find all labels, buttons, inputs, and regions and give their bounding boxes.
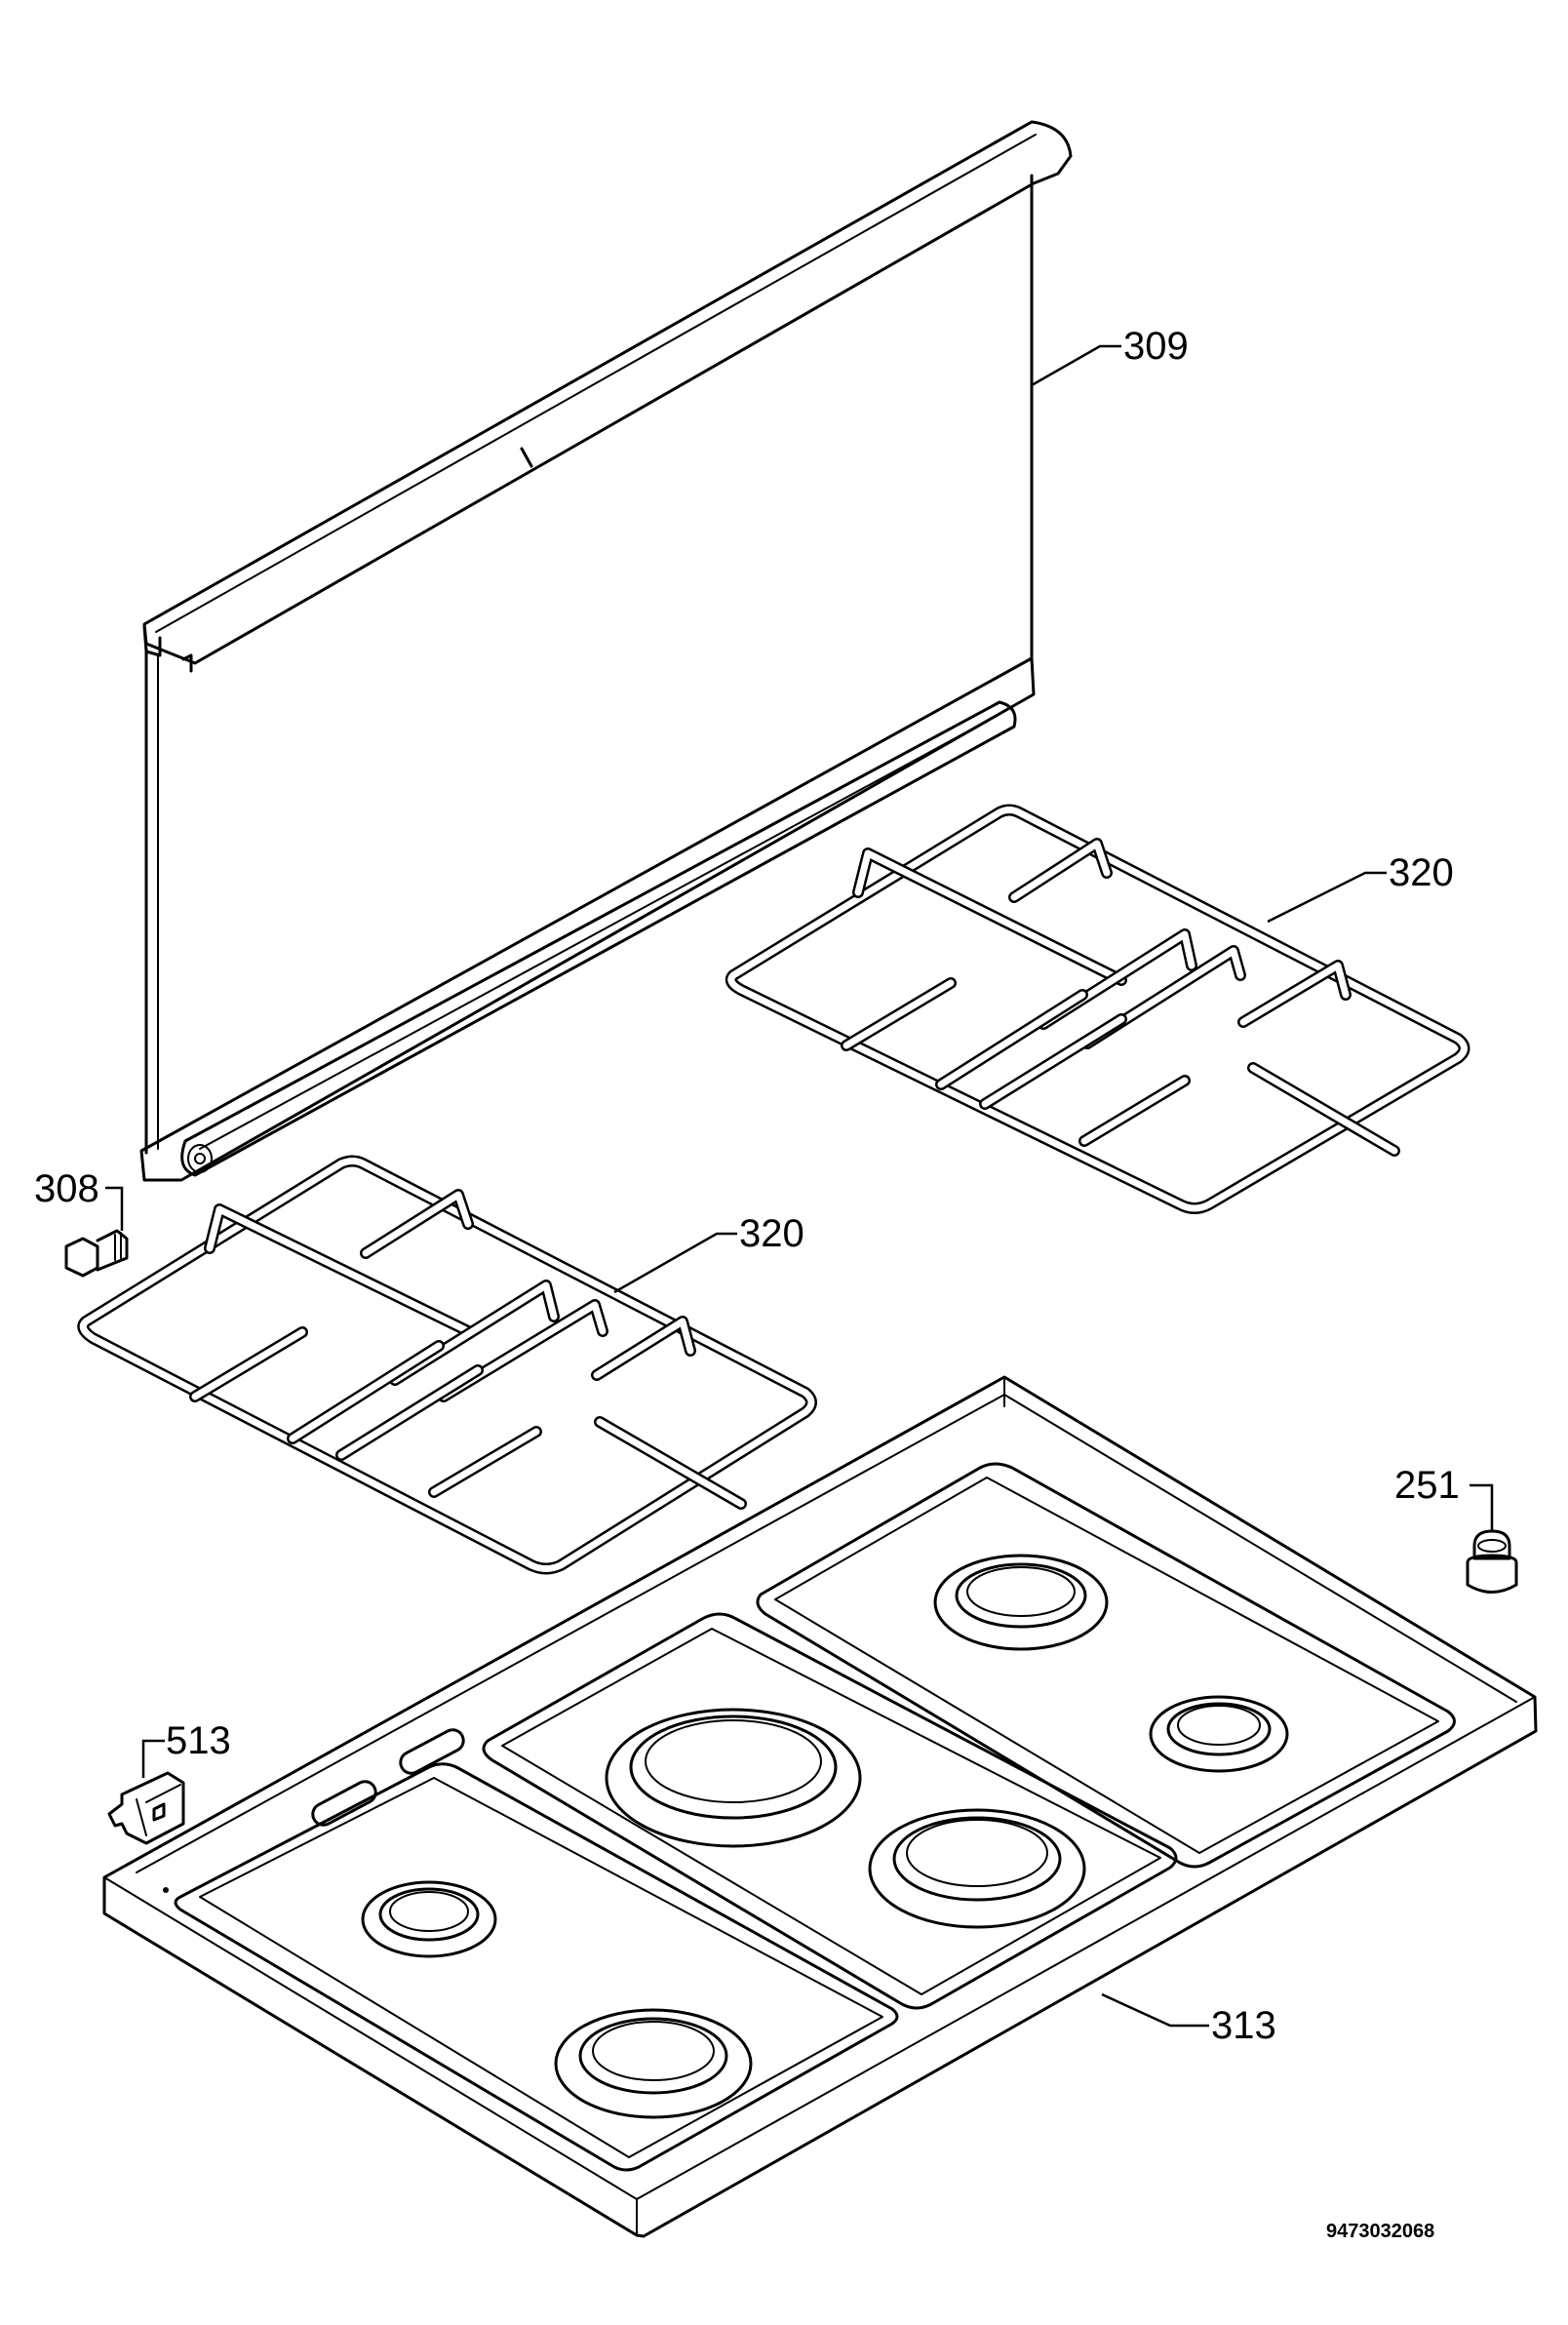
burner-rings	[361, 1554, 1289, 2119]
splash-panel-part	[139, 120, 1073, 1182]
clip-part	[107, 1771, 185, 1845]
callout-313: 313	[1211, 2004, 1276, 2047]
pan-support-left-part	[77, 1155, 817, 1575]
document-number: 9473032068	[1326, 2221, 1434, 2242]
callout-320-right: 320	[1389, 851, 1454, 894]
callout-251: 251	[1394, 1464, 1460, 1507]
callout-513: 513	[166, 1719, 231, 1762]
screw-part	[64, 1229, 129, 1278]
knob-part	[1466, 1529, 1518, 1594]
pan-support-right-part	[725, 804, 1470, 1214]
leader-lines	[105, 344, 1494, 2028]
callout-309: 309	[1123, 325, 1189, 368]
hob-top-part	[102, 1375, 1538, 2238]
callout-308: 308	[34, 1167, 99, 1210]
callout-320-left: 320	[739, 1212, 804, 1255]
